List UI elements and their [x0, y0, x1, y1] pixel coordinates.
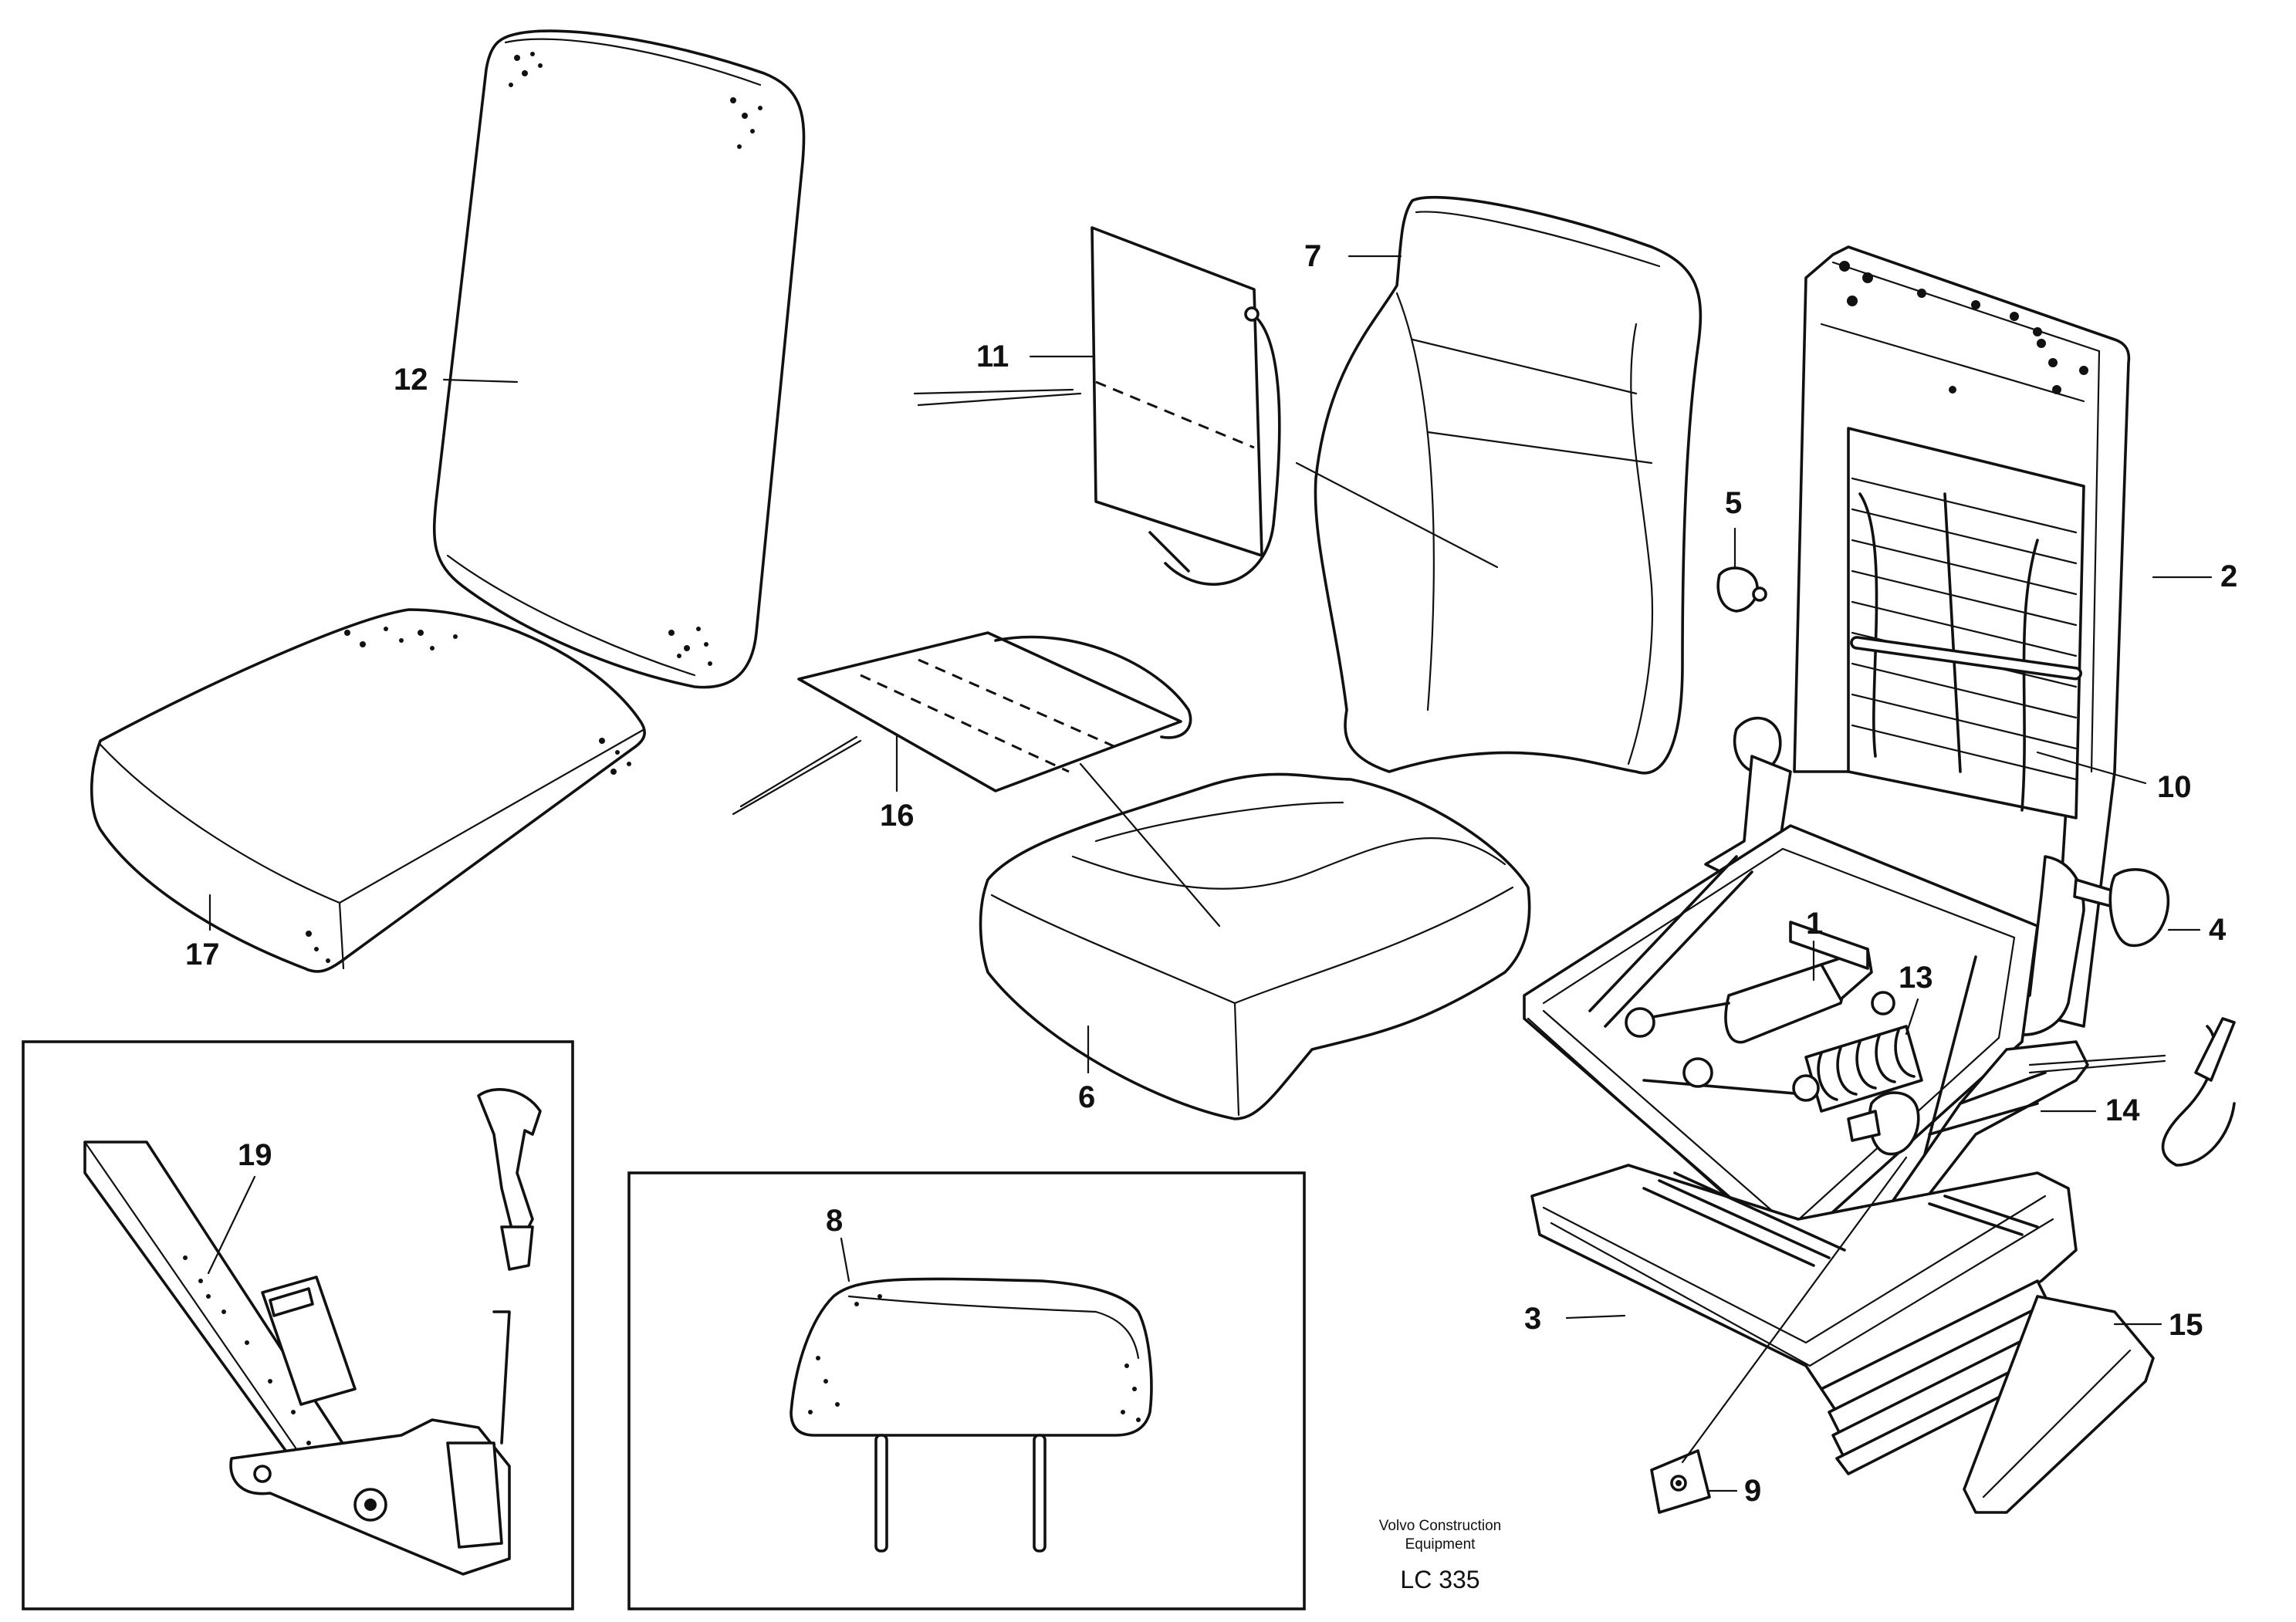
- callout-2: 2: [2220, 559, 2237, 593]
- drawing-code: LC 335: [1400, 1566, 1479, 1593]
- heating-element-11: [1091, 226, 1281, 586]
- spring-13: [1792, 1025, 1923, 1113]
- callout-10: 10: [2157, 770, 2192, 804]
- callout-6: 6: [1078, 1080, 1095, 1114]
- callout-3: 3: [1524, 1302, 1541, 1336]
- caption: Volvo Construction Equipment LC 335: [1379, 1518, 1501, 1593]
- callouts: 12 17 11 16 7 6 5 2 10 4 1 13 14 3 15 9: [185, 239, 2237, 1508]
- callout-9: 9: [1744, 1474, 1761, 1508]
- callout-19: 19: [238, 1138, 272, 1172]
- callout-4: 4: [2209, 913, 2227, 947]
- inset-headrest: [627, 1171, 1306, 1610]
- heating-element-16: [797, 631, 1192, 792]
- caption-line1: Volvo Construction: [1379, 1518, 1501, 1534]
- callout-8: 8: [826, 1204, 843, 1238]
- callout-15: 15: [2169, 1308, 2203, 1342]
- callout-5: 5: [1725, 486, 1742, 520]
- callout-12: 12: [394, 363, 428, 397]
- callout-11: 11: [976, 340, 1009, 373]
- callout-16: 16: [880, 799, 915, 833]
- callout-1: 1: [1806, 907, 1823, 941]
- callout-17: 17: [185, 938, 220, 972]
- leader-lines: [732, 388, 2166, 1074]
- seat-cushion-6: [979, 772, 1531, 1120]
- callout-13: 13: [1899, 961, 1933, 995]
- backrest-cover-12: [432, 29, 806, 689]
- seat-cushion-cover-17: [90, 608, 646, 973]
- callout-14: 14: [2105, 1093, 2140, 1127]
- inset-seat-belt: [22, 1040, 574, 1610]
- caption-line2: Equipment: [1405, 1536, 1476, 1553]
- callout-7: 7: [1304, 239, 1321, 273]
- backrest-cushion-7: [1314, 195, 1703, 775]
- seat-frame-assembly: [1523, 245, 2236, 1514]
